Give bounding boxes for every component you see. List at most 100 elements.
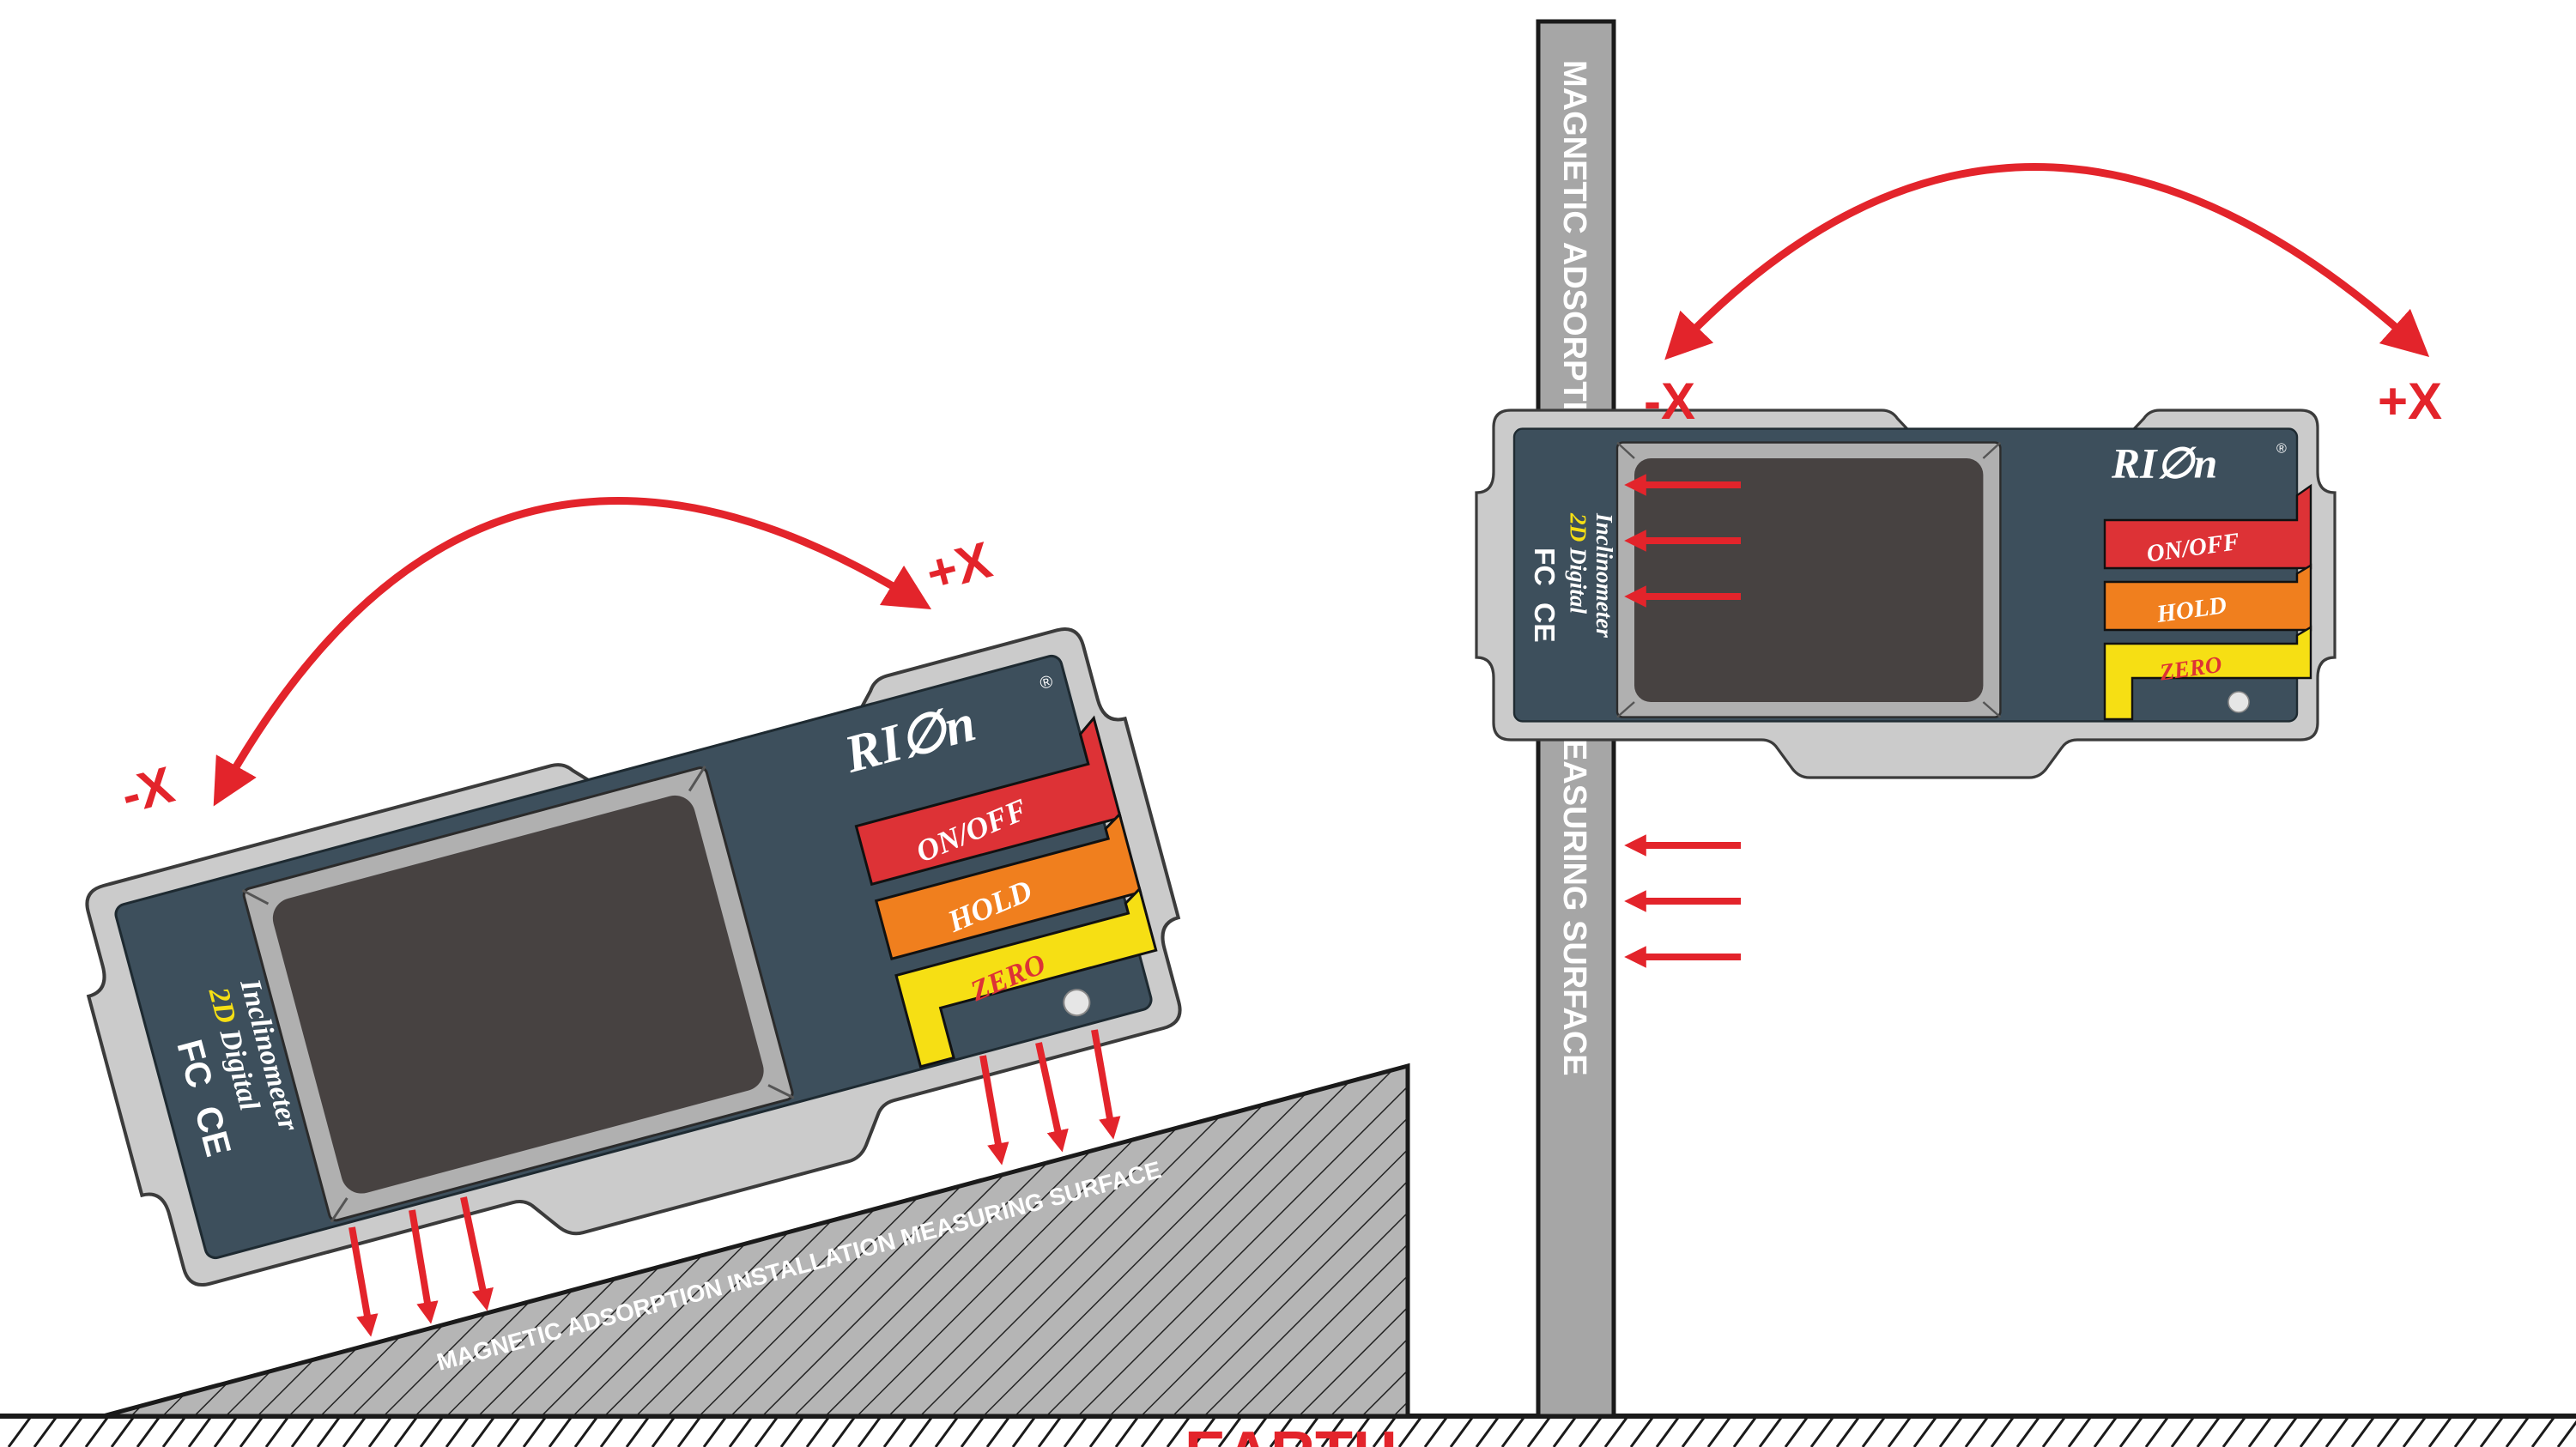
left-status-led: [1063, 989, 1091, 1017]
ground-hatch-tick: [2067, 1417, 2092, 1447]
ground-hatch-tick: [857, 1417, 882, 1447]
ground-hatch-tick: [33, 1417, 58, 1447]
ground-hatch-tick: [779, 1417, 804, 1447]
ground-hatch-tick: [2556, 1420, 2576, 1447]
ground-hatch-tick: [2144, 1417, 2169, 1447]
right-adsorption-arrows: [1624, 474, 1741, 968]
left-axis-minus-label: -X: [115, 755, 179, 824]
ground-hatch-tick: [393, 1417, 418, 1447]
ground-hatch-tick: [702, 1417, 727, 1447]
ground-hatch-tick: [985, 1417, 1010, 1447]
ground-hatch-tick: [367, 1417, 392, 1447]
ground-hatch-tick: [1552, 1417, 1577, 1447]
ground-hatch-tick: [1346, 1417, 1371, 1447]
right-cert-ce: CE: [1528, 602, 1560, 643]
ground-hatch-tick: [2531, 1417, 2555, 1447]
ground-hatch-tick: [2350, 1417, 2375, 1447]
ground-hatch-tick: [1887, 1417, 1912, 1447]
ground-hatch-tick: [2093, 1417, 2118, 1447]
ground-hatch-tick: [1243, 1417, 1268, 1447]
right-label-digital: Digital: [1566, 547, 1591, 614]
ground-hatch-tick: [573, 1417, 598, 1447]
right-axis-minus-label: -X: [1644, 372, 1695, 430]
left-registered-mark: ®: [1038, 672, 1055, 693]
right-zero-button[interactable]: ZERO: [2103, 625, 2312, 721]
right-cert-fc: FC: [1528, 548, 1560, 586]
ground-hatch-tick: [2453, 1417, 2478, 1447]
ground-hatch-tick: [1964, 1417, 1989, 1447]
ground-hatch-tick: [651, 1417, 676, 1447]
ground-hatch-tick: [2015, 1417, 2040, 1447]
ground-hatch-tick: [1938, 1417, 1963, 1447]
ground-hatch-tick: [84, 1417, 109, 1447]
ground-hatch-tick: [548, 1417, 573, 1447]
left-hold-button[interactable]: HOLD: [870, 811, 1143, 961]
ground-hatch-tick: [58, 1417, 83, 1447]
ground-hatch-tick: [1758, 1417, 1783, 1447]
ground-hatch-tick: [805, 1417, 830, 1447]
ground-hatch-tick: [2299, 1417, 2324, 1447]
ground-hatch-tick: [213, 1417, 238, 1447]
ground-hatch-tick: [2221, 1417, 2246, 1447]
ground-hatch-tick: [1655, 1417, 1680, 1447]
left-rotation-arrow: [213, 496, 932, 807]
left-inclinometer: RI∅n ® ON/OFF HOLD ZERO FC CE 2D Digital…: [60, 617, 1220, 1342]
ground-hatch-tick: [1784, 1417, 1809, 1447]
ground-hatch-tick: [882, 1417, 907, 1447]
right-rotation-arrow: [1664, 163, 2430, 360]
ground-hatch-tick: [2118, 1417, 2143, 1447]
ground-hatch-tick: [1732, 1417, 1757, 1447]
right-onoff-button[interactable]: ON/OFF: [2103, 483, 2312, 570]
right-status-led: [2227, 691, 2250, 713]
ground-hatch-tick: [1861, 1417, 1886, 1447]
left-adsorption-arrows: [349, 1029, 1121, 1337]
ground-hatch-tick: [419, 1417, 444, 1447]
ground-hatch-tick: [599, 1417, 624, 1447]
ground-hatch-tick: [1449, 1417, 1474, 1447]
ground-label: EARTH: [1185, 1420, 1397, 1447]
ground-hatch-tick: [1706, 1417, 1731, 1447]
ground-hatch-tick: [2428, 1417, 2452, 1447]
ground-hatch-tick: [1063, 1417, 1088, 1447]
ground-hatch-tick: [908, 1417, 933, 1447]
ground-hatch-tick: [316, 1417, 341, 1447]
ground-hatch-tick: [831, 1417, 856, 1447]
right-brand-logo: RI∅n: [2111, 439, 2217, 487]
right-registered-mark: ®: [2276, 442, 2287, 457]
ground-hatch-tick: [1681, 1417, 1706, 1447]
ground-hatch-tick: [934, 1417, 959, 1447]
ground-hatch-tick: [1990, 1417, 2015, 1447]
ground-hatch-tick: [1011, 1417, 1036, 1447]
ground-hatch-tick: [1603, 1417, 1628, 1447]
ground-hatch-tick: [239, 1417, 264, 1447]
ground-hatch-tick: [2196, 1417, 2221, 1447]
ground-hatch-tick: [1269, 1417, 1294, 1447]
ground-hatch-tick: [522, 1417, 547, 1447]
right-inclinometer: RI∅n ® ON/OFF HOLD ZERO FC CE 2D Digital…: [1475, 409, 2337, 779]
ground-hatch-tick: [728, 1417, 753, 1447]
ground-hatch-tick: [1629, 1417, 1654, 1447]
ground-hatch-tick: [496, 1417, 521, 1447]
ground-hatch-tick: [1835, 1417, 1860, 1447]
ground-hatch-tick: [470, 1417, 495, 1447]
ground-hatch-tick: [1191, 1417, 1216, 1447]
ground-hatch-tick: [1912, 1417, 1937, 1447]
ground-hatch-tick: [1114, 1417, 1139, 1447]
right-hold-button[interactable]: HOLD: [2103, 563, 2312, 632]
ground-hatch-tick: [136, 1417, 161, 1447]
ground-hatch-tick: [445, 1417, 470, 1447]
ground-hatch-tick: [1217, 1417, 1242, 1447]
ground-hatch-tick: [2324, 1417, 2349, 1447]
ground-hatch-tick: [1423, 1417, 1448, 1447]
ground-hatch-tick: [290, 1417, 315, 1447]
ground-hatch-tick: [1166, 1417, 1191, 1447]
ground-hatch-tick: [187, 1417, 212, 1447]
ground-hatch-tick: [264, 1417, 289, 1447]
ground-hatch-tick: [1578, 1417, 1603, 1447]
ground-hatch-tick: [1320, 1417, 1345, 1447]
ground-hatch-tick: [161, 1417, 186, 1447]
ground-hatch-tick: [2479, 1417, 2504, 1447]
left-axis-plus-label: +X: [920, 530, 997, 602]
ground-hatch-tick: [7, 1417, 32, 1447]
